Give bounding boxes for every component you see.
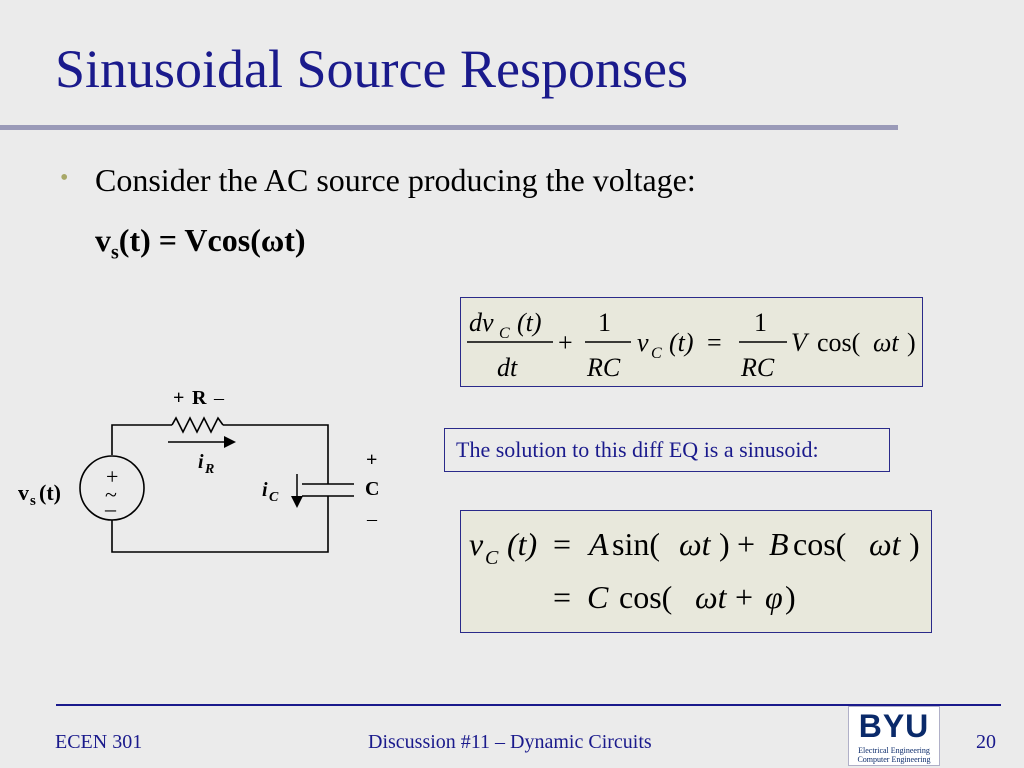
- sol-eq1: =: [553, 526, 571, 562]
- c-label: C: [365, 478, 379, 500]
- footer-course: ECEN 301: [55, 731, 143, 753]
- solution-note-box: The solution to this diff EQ is a sinuso…: [444, 428, 890, 472]
- solution-equation: v C (t) = A sin( ωt ) + B cos( ωt ) = C …: [469, 526, 920, 615]
- differential-equation: dv C (t) dt + 1 RC v C (t) = 1 RC V cos(…: [467, 308, 916, 382]
- ic-arrow-head: [291, 496, 303, 508]
- sol-cos1: cos(: [793, 526, 846, 562]
- eq1-frac2-num: 1: [598, 308, 611, 337]
- ic-label: i: [262, 479, 268, 501]
- r-label: R: [192, 387, 207, 409]
- sol-arg2: ωt: [869, 526, 902, 562]
- c-plus-label: +: [366, 449, 377, 471]
- voltage-source-symbol: [79, 455, 145, 521]
- eq1-frac2-den: RC: [586, 353, 621, 382]
- source-minus-label: –: [104, 496, 117, 521]
- vs-label: v: [18, 480, 29, 505]
- differential-equation-box: dv C (t) dt + 1 RC v C (t) = 1 RC V cos(…: [460, 297, 923, 387]
- sol-cos2: cos(: [619, 579, 672, 615]
- sol-B: B: [769, 526, 789, 562]
- source-eq-v: v: [95, 222, 111, 258]
- sol-phi: φ: [765, 579, 783, 615]
- sol-v-sub: C: [485, 547, 499, 569]
- ir-arrow-head: [224, 436, 236, 448]
- footer-title: Discussion #11 – Dynamic Circuits: [368, 731, 652, 753]
- solution-equation-box: v C (t) = A sin( ωt ) + B cos( ωt ) = C …: [460, 510, 932, 633]
- eq1-frac3-num: 1: [754, 308, 767, 337]
- logo-line2: Computer Engineering: [857, 755, 931, 764]
- sol-A: A: [587, 526, 609, 562]
- eq1-num-sub: C: [499, 325, 510, 342]
- r-plus-label: +: [173, 387, 184, 409]
- source-plus-label: +: [106, 464, 118, 489]
- resistor-symbol: [171, 416, 224, 434]
- rc-circuit-diagram: + R – i R i C + C – + ~ – v s (t): [18, 387, 379, 553]
- eq1-v-t: (t): [669, 328, 694, 357]
- vs-t-label: (t): [39, 480, 61, 505]
- sol-eq2: =: [553, 579, 571, 615]
- eq1-den: dt: [497, 353, 518, 382]
- logo-line1: Electrical Engineering: [858, 746, 930, 755]
- title-divider: [0, 125, 898, 130]
- source-eq-rest: (t) = Vcos(ωt): [118, 222, 306, 258]
- ir-sub-label: R: [204, 462, 214, 477]
- bullet-dot-icon: •: [60, 165, 69, 191]
- wire-top-right: [223, 424, 329, 484]
- sol-p1: ): [719, 526, 730, 562]
- source-equation: vs(t) = Vcos(ωt): [95, 222, 306, 264]
- footer-divider: [56, 704, 1001, 706]
- c-minus-label: –: [366, 508, 378, 530]
- sol-v: v: [469, 526, 484, 562]
- eq1-rhs-close: ): [907, 328, 916, 357]
- wire-top-left: [111, 424, 172, 455]
- eq1-plus: +: [558, 328, 573, 357]
- source-tilde-label: ~: [105, 482, 117, 507]
- wire-bottom: [111, 496, 329, 553]
- slide-title: Sinusoidal Source Responses: [55, 39, 688, 99]
- byu-logo: BYU Electrical Engineering Computer Engi…: [848, 706, 940, 766]
- eq1-v: v: [637, 328, 649, 357]
- sol-C: C: [587, 579, 609, 615]
- bullet-text: Consider the AC source producing the vol…: [95, 162, 696, 198]
- sol-sin: sin(: [612, 526, 660, 562]
- sol-close1: ): [909, 526, 920, 562]
- vs-sub-label: s: [30, 493, 36, 509]
- footer-page-number: 20: [976, 731, 996, 753]
- sol-arg3: ωt: [695, 579, 728, 615]
- eq1-equals: =: [707, 328, 722, 357]
- sol-close2: ): [785, 579, 796, 615]
- eq1-num-t: (t): [517, 308, 542, 337]
- source-eq-sub: s: [111, 241, 119, 264]
- sol-plus2: +: [735, 579, 753, 615]
- eq1-rhs-cos: cos(: [817, 328, 860, 357]
- eq1-v-sub: C: [651, 345, 662, 362]
- eq1-rhs-arg: ωt: [873, 328, 899, 357]
- eq1-frac3-den: RC: [740, 353, 775, 382]
- ic-sub-label: C: [269, 490, 279, 505]
- r-minus-label: –: [213, 387, 225, 409]
- ir-label: i: [198, 451, 204, 473]
- logo-main-text: BYU: [858, 708, 930, 744]
- eq1-rhs-V: V: [791, 328, 810, 357]
- sol-v-t: (t): [507, 526, 537, 562]
- sol-arg1: ωt: [679, 526, 712, 562]
- solution-note-text: The solution to this diff EQ is a sinuso…: [456, 437, 819, 462]
- eq1-num-d: dv: [469, 308, 494, 337]
- sol-plus1: +: [737, 526, 755, 562]
